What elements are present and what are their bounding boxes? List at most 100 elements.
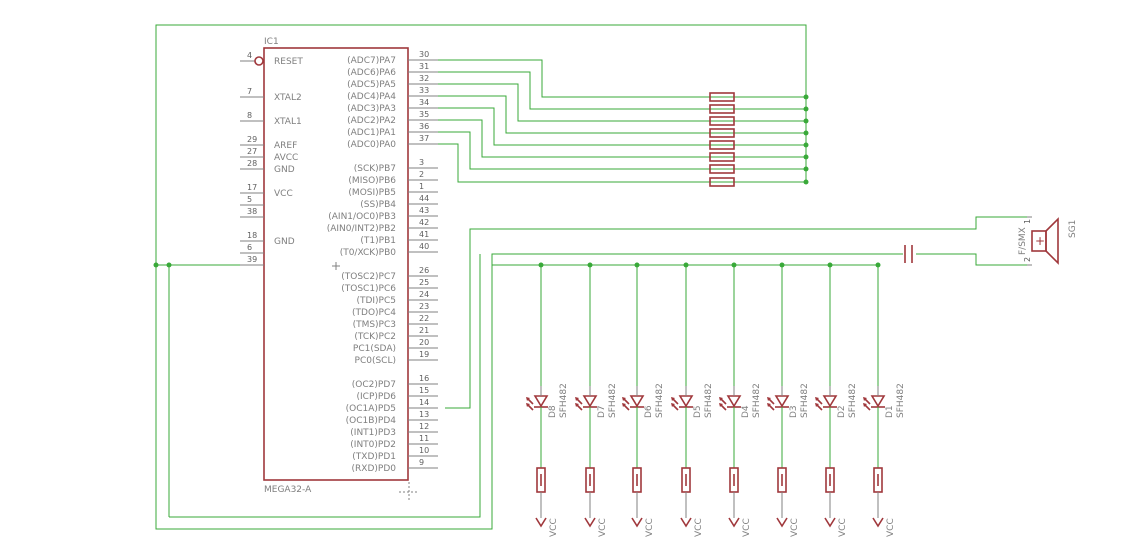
ic-pin-number: 34 — [419, 98, 429, 107]
ic-right-pin: 21(TCK)PC2 — [354, 326, 438, 342]
vcc-symbol — [776, 517, 788, 528]
ic-pin-name: (MISO)PB6 — [348, 176, 396, 186]
ic-left-pin: 5 — [240, 195, 264, 206]
origin-cross — [332, 262, 419, 502]
ic-pin-number: 6 — [247, 243, 252, 252]
led-value: SFH482 — [896, 383, 906, 418]
ic-right-pin: 37(ADC0)PA0 — [347, 134, 438, 150]
ic-right-pin: 14(OC1A)PD5 — [346, 398, 438, 414]
ic-pin-number: 18 — [247, 231, 257, 240]
ic-pin-number: 32 — [419, 74, 429, 83]
ic-pin-name: (INT1)PD3 — [350, 428, 396, 438]
ic-right-pin: 23(TDO)PC4 — [352, 302, 438, 318]
ic-pin-name: (MOSI)PB5 — [348, 188, 396, 198]
ic-right-pin: 9(RXD)PD0 — [352, 458, 438, 474]
led-ref: D5 — [693, 405, 703, 418]
ic-right-pin: 26(TOSC2)PC7 — [341, 266, 438, 282]
ic-pin-name: (TDI)PC5 — [356, 296, 396, 306]
ic-pin-number: 38 — [247, 207, 257, 216]
ic-pin-name: (OC1B)PD4 — [346, 416, 397, 426]
led-value: SFH482 — [800, 383, 810, 418]
vcc-label: VCC — [742, 518, 752, 537]
ic-pin-name: (TMS)PC3 — [353, 320, 396, 330]
ic-right-pin: 33(ADC4)PA4 — [347, 86, 438, 102]
led-symbol — [629, 395, 645, 408]
ic-pin-number: 7 — [247, 87, 252, 96]
ic-pin-number: 5 — [247, 195, 252, 204]
speaker-value: F/SMX — [1018, 227, 1028, 255]
ic-pin-name: (SCK)PB7 — [354, 164, 396, 174]
led-ref: D6 — [644, 405, 654, 418]
speaker-pin1: 1 — [1023, 219, 1032, 224]
ic-pin-number: 10 — [419, 446, 429, 455]
ic-pin-number: 35 — [419, 110, 429, 119]
ic-right-pin: 22(TMS)PC3 — [353, 314, 438, 330]
ic-pin-name: (ICP)PD6 — [357, 392, 397, 402]
led-ref: D1 — [885, 405, 895, 418]
ic-pin-number: 40 — [419, 242, 429, 251]
ic-right-pin: 24(TDI)PC5 — [356, 290, 438, 306]
vcc-symbol — [584, 517, 596, 528]
ic-pin-number: 3 — [419, 158, 424, 167]
ic-pin-name: (AIN0/INT2)PB2 — [327, 224, 396, 234]
ic-pin-number: 37 — [419, 134, 429, 143]
ic-right-pin: 1 (MOSI)PB5 — [348, 182, 438, 198]
ic-pin-number: 39 — [247, 255, 257, 264]
led-ref: D8 — [548, 405, 558, 418]
ic-pin-number: 31 — [419, 62, 429, 71]
led-value: SFH482 — [752, 383, 762, 418]
led-value: SFH482 — [559, 383, 569, 418]
resistor-array — [709, 92, 735, 187]
led-symbol — [678, 395, 694, 408]
ic-pin-number: 44 — [419, 194, 429, 203]
ic-pin-number: 13 — [419, 410, 429, 419]
ic-pin-name: AVCC — [274, 153, 298, 163]
ic-right-pin: 11(INT0)PD2 — [350, 434, 438, 450]
vcc-label: VCC — [549, 518, 559, 537]
ic-pin-name: PC1(SDA) — [353, 344, 396, 354]
ic-pin-name: (RXD)PD0 — [352, 464, 397, 474]
ic-right-pin: 43(AIN1/OC0)PB3 — [328, 206, 438, 222]
ic-pin-number: 2 — [419, 170, 424, 179]
ic-value: MEGA32-A — [264, 485, 312, 495]
vcc-symbol — [872, 517, 884, 528]
ic-pin-name: (ADC3)PA3 — [347, 104, 396, 114]
ic-pin-number: 27 — [247, 147, 257, 156]
ic-pin-name: (OC2)PD7 — [352, 380, 396, 390]
ic-pin-number: 21 — [419, 326, 429, 335]
ic-pin-number: 11 — [419, 434, 429, 443]
ic-right-pin: 36(ADC1)PA1 — [347, 122, 438, 138]
ic-pin-name: (T0/XCK)PB0 — [340, 248, 397, 258]
ic-pin-name: (TXD)PD1 — [352, 452, 396, 462]
ic-left-pin: 39 — [240, 255, 264, 266]
junction-dot — [153, 262, 159, 268]
vcc-label: VCC — [790, 518, 800, 537]
ic-left-pins: 4RESET7XTAL28XTAL129AREF27AVCC28GND17VCC… — [240, 51, 303, 266]
gnd-net-wires — [155, 24, 1027, 530]
vcc-label: VCC — [838, 518, 848, 537]
ic-pin-name: (ADC2)PA2 — [347, 116, 396, 126]
vcc-label: VCC — [694, 518, 704, 537]
vcc-symbol — [680, 517, 692, 528]
ic-pin-number: 1 — [419, 182, 424, 191]
ic-pin-name: (ADC5)PA5 — [347, 80, 396, 90]
ic-right-pin: 41(T1)PB1 — [360, 230, 438, 246]
ic-pin-name: GND — [274, 237, 295, 247]
speaker-net-wires — [445, 216, 1027, 409]
led-symbol — [533, 395, 549, 408]
vcc-label: VCC — [886, 518, 896, 537]
ic-right-pin: 35 (ADC2)PA2 — [347, 110, 438, 126]
ic-pin-name: (AIN1/OC0)PB3 — [328, 212, 396, 222]
